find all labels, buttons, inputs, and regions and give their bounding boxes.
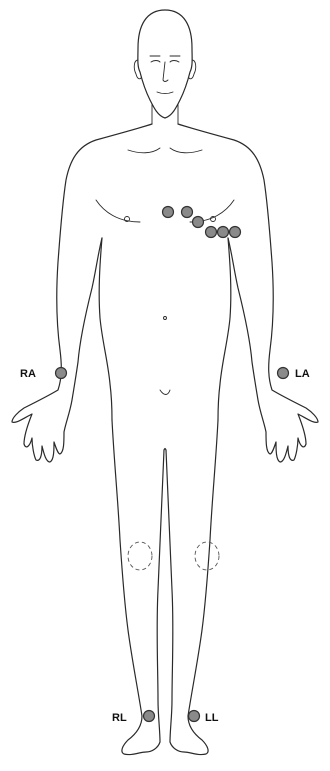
precordial-electrodes (163, 207, 241, 238)
ll-electrode (189, 711, 200, 722)
rl-label: RL (112, 712, 127, 724)
v1-electrode (163, 207, 174, 218)
body-outline (12, 124, 318, 755)
ll-label: LL (205, 712, 219, 724)
la-electrode (278, 368, 289, 379)
v3-electrode (193, 217, 204, 228)
right-knee (128, 542, 152, 570)
v5-electrode (218, 227, 229, 238)
left-knee (195, 542, 219, 570)
la-label: LA (295, 368, 310, 380)
chest-details (96, 148, 234, 395)
limb-electrodes: RA LA RL LL (20, 368, 310, 725)
v2-electrode (182, 207, 193, 218)
rl-electrode (144, 711, 155, 722)
v4-electrode (206, 227, 217, 238)
ra-electrode (56, 368, 67, 379)
head-outline (134, 10, 195, 124)
ra-label: RA (20, 368, 36, 380)
knee-markings (128, 542, 219, 570)
v6-electrode (230, 227, 241, 238)
